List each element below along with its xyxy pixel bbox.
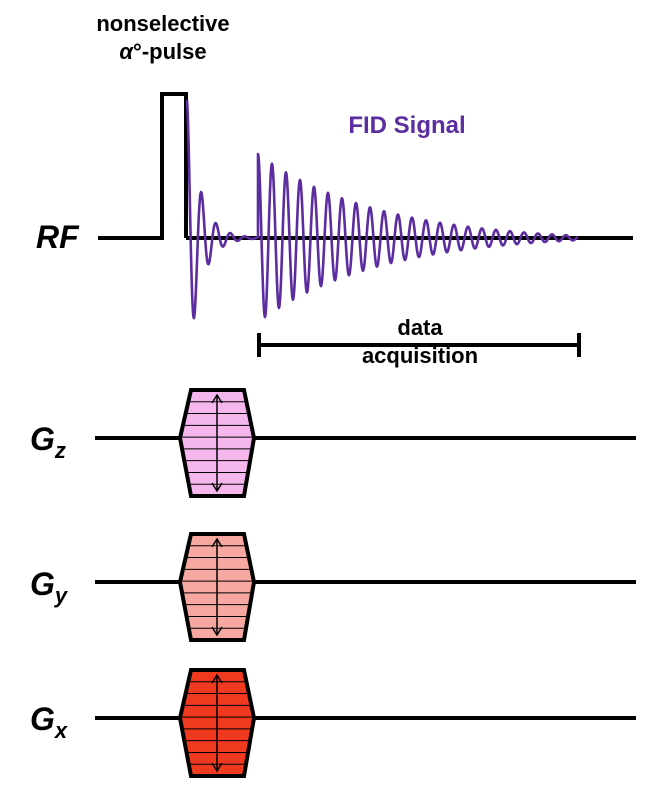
acquisition-label-line2: acquisition	[362, 343, 478, 368]
gy-arrow-head-down	[211, 626, 223, 637]
gy-gradient-lobe	[177, 532, 257, 642]
pulse-label-suffix: °-pulse	[133, 39, 207, 64]
fid-signal-label: FID Signal	[348, 112, 465, 139]
gy-arrow-head-up	[211, 537, 223, 548]
pulse-label-line1: nonselective	[96, 11, 229, 36]
pulse-label-line2: α°-pulse	[119, 39, 206, 64]
fid-waveform	[185, 99, 579, 320]
gz-arrow-head-down	[211, 482, 223, 493]
rf-axis-label: RF	[36, 219, 80, 255]
gx-axis-label: Gx	[30, 701, 68, 743]
alpha-symbol: α	[119, 39, 134, 64]
acquisition-label-line1: data	[397, 315, 443, 340]
gy-axis-label: Gy	[30, 566, 69, 608]
gx-arrow-head-up	[211, 673, 223, 684]
rf-pulse	[98, 92, 188, 240]
gz-axis-label: Gz	[30, 421, 66, 463]
acquisition-bracket	[257, 333, 581, 357]
gz-arrow-head-up	[211, 393, 223, 404]
gz-gradient-lobe	[177, 388, 257, 498]
gx-arrow-head-down	[211, 762, 223, 773]
gx-gradient-lobe	[177, 668, 257, 778]
